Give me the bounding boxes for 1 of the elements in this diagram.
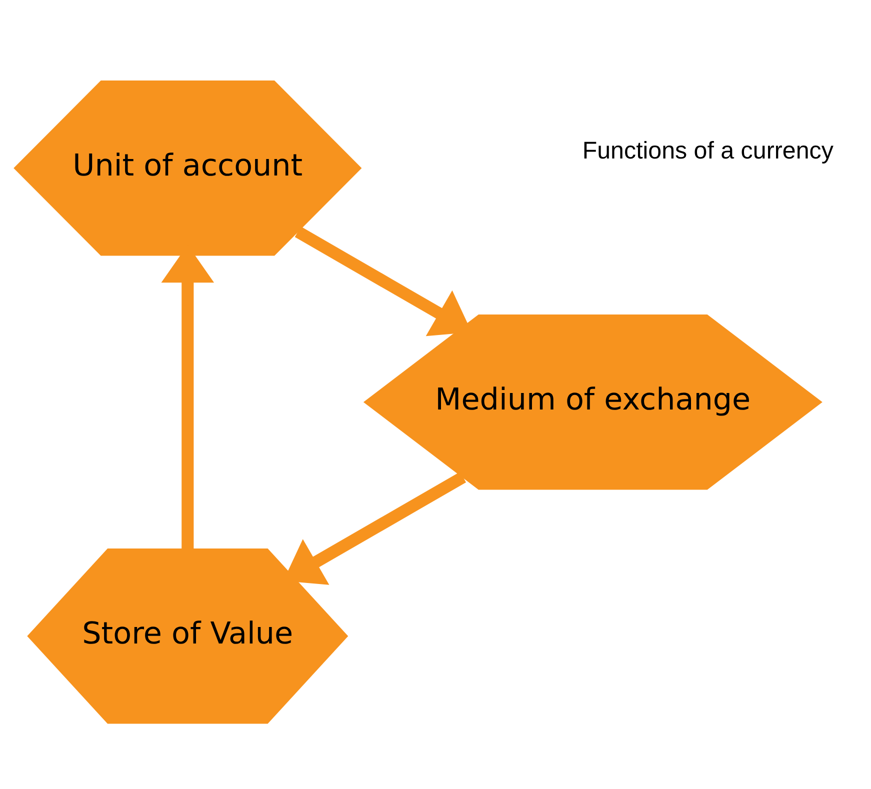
label: Functions of a currency	[582, 138, 834, 165]
